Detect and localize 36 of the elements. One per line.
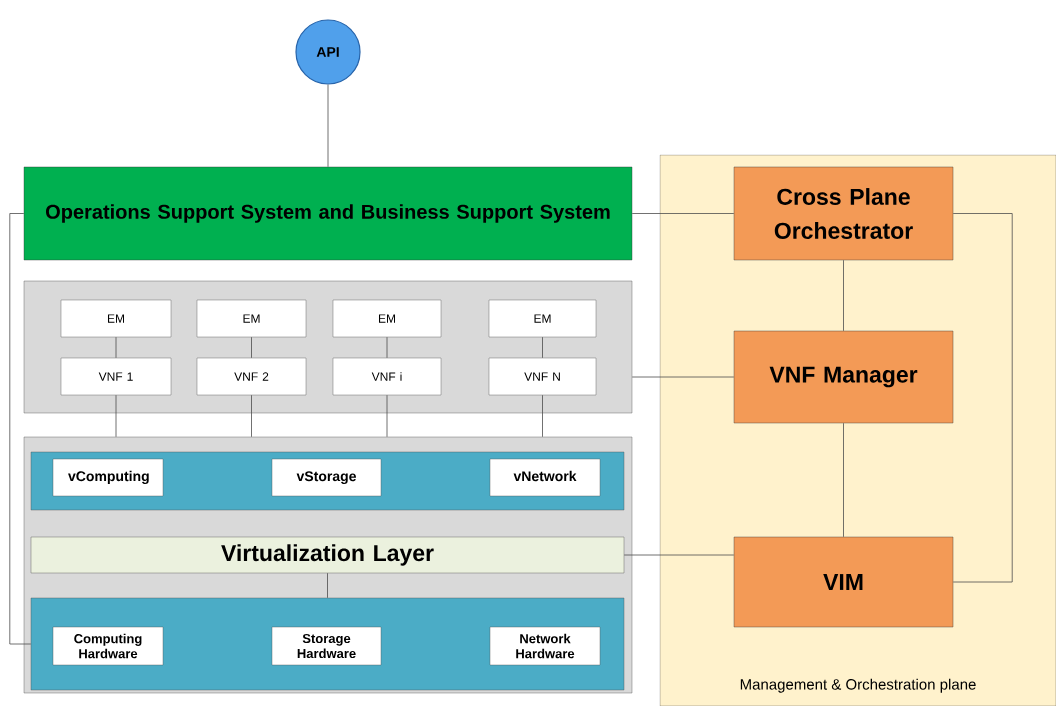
system-box: Operations Support System and Business Support System (23, 166, 633, 261)
connector-line (631, 213, 735, 214)
hardware-box: Storage Hardware (271, 626, 382, 666)
resource-box: vStorage (271, 458, 382, 497)
resource-box: vComputing (52, 458, 164, 497)
connector-line (327, 84, 329, 168)
connector-line (952, 213, 1013, 583)
manager-box: VIM (733, 536, 954, 628)
orchestrator-box: Cross Plane Orchestrator (733, 166, 954, 261)
connector-line (623, 554, 735, 556)
connector-line (115, 394, 117, 438)
function-box: VNF N (488, 357, 597, 396)
connector-line (542, 336, 543, 359)
connector-line (327, 572, 328, 599)
hardware-box: Computing Hardware (52, 626, 164, 666)
element-box: EM (488, 299, 597, 338)
function-box: VNF 1 (60, 357, 172, 396)
function-box: VNF 2 (196, 357, 307, 396)
connector-line (843, 259, 844, 332)
resource-box: vNetwork (489, 458, 601, 497)
layer-bar: Virtualization Layer (30, 536, 625, 574)
connector-line (115, 336, 117, 359)
connector-line (631, 376, 735, 378)
connector-line (386, 336, 388, 359)
connector-line (386, 394, 388, 438)
connector-line (9, 213, 32, 645)
element-box: EM (60, 299, 172, 338)
connector-line (843, 422, 844, 538)
connector-line (251, 336, 252, 359)
element-box: EM (196, 299, 307, 338)
connector-line (542, 394, 543, 438)
hardware-box: Network Hardware (489, 626, 601, 666)
function-box: VNF i (332, 357, 442, 396)
manager-box: VNF Manager (733, 330, 954, 424)
element-box: EM (332, 299, 442, 338)
connector-line (251, 394, 252, 438)
